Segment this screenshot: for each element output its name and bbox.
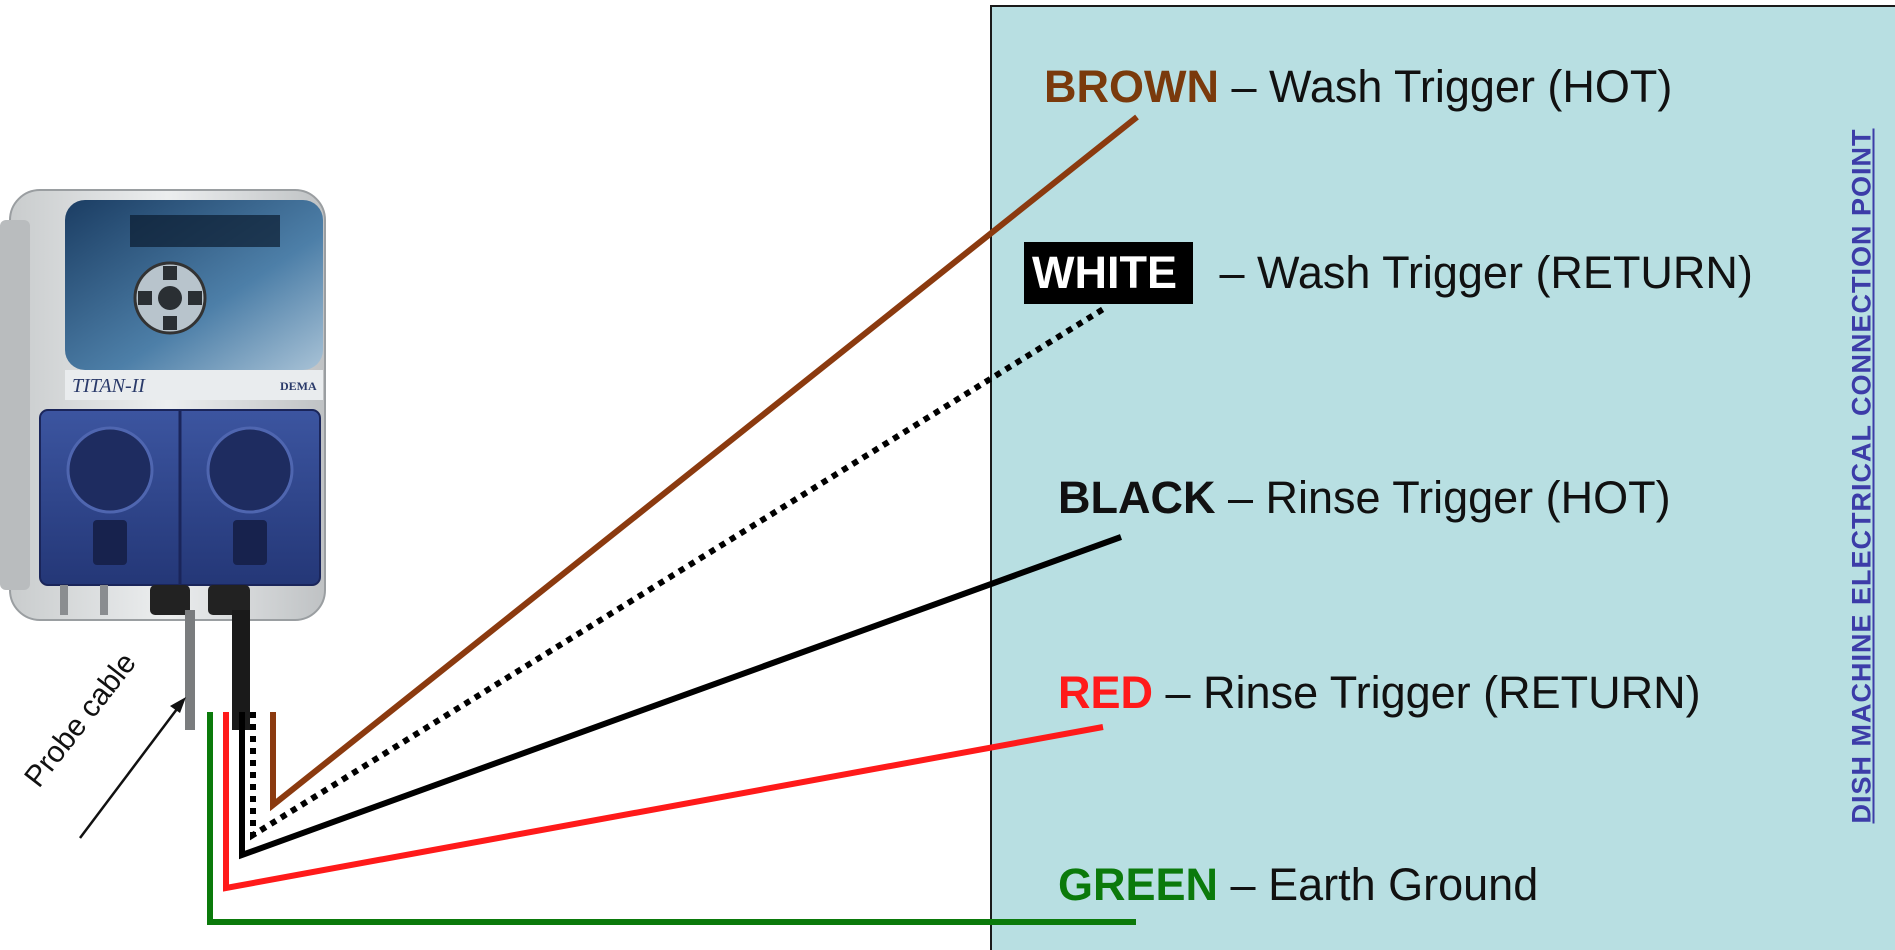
wire-desc-green: – Earth Ground (1230, 859, 1539, 910)
wire-color-red: RED (1058, 667, 1154, 718)
wire-label-brown: BROWN – Wash Trigger (HOT) (1044, 64, 1672, 109)
pump-device-image: TITAN-II DEMA (0, 189, 326, 730)
probe-arrowhead (170, 697, 186, 713)
wire-label-black: BLACK – Rinse Trigger (HOT) (1058, 475, 1671, 520)
probe-arrow (79, 704, 181, 839)
wire-color-green: GREEN (1058, 859, 1219, 910)
wire-label-red: RED – Rinse Trigger (RETURN) (1058, 670, 1701, 715)
wire-desc-black: – Rinse Trigger (HOT) (1228, 472, 1671, 523)
wire-desc-brown: – Wash Trigger (HOT) (1231, 61, 1673, 112)
connection-panel (990, 5, 1895, 950)
wire-desc-white: – Wash Trigger (RETURN) (1219, 247, 1753, 298)
black-wire (239, 534, 1123, 860)
wire-color-brown: BROWN (1044, 61, 1219, 112)
wire-color-black: BLACK (1058, 472, 1216, 523)
white-wire (250, 305, 1107, 841)
brand-text: DEMA (280, 379, 317, 393)
model-text: TITAN-II (72, 375, 146, 397)
green-wire (207, 712, 1136, 925)
wire-label-white: WHITE – Wash Trigger (RETURN) (1024, 242, 1753, 304)
wire-color-white: WHITE (1024, 242, 1193, 304)
brown-wire (270, 114, 1139, 812)
wire-desc-red: – Rinse Trigger (RETURN) (1165, 667, 1701, 718)
side-title: DISH MACHINE ELECTRICAL CONNECTION POINT (1846, 128, 1877, 824)
wire-label-green: GREEN – Earth Ground (1058, 862, 1538, 907)
red-wire (223, 712, 1104, 892)
